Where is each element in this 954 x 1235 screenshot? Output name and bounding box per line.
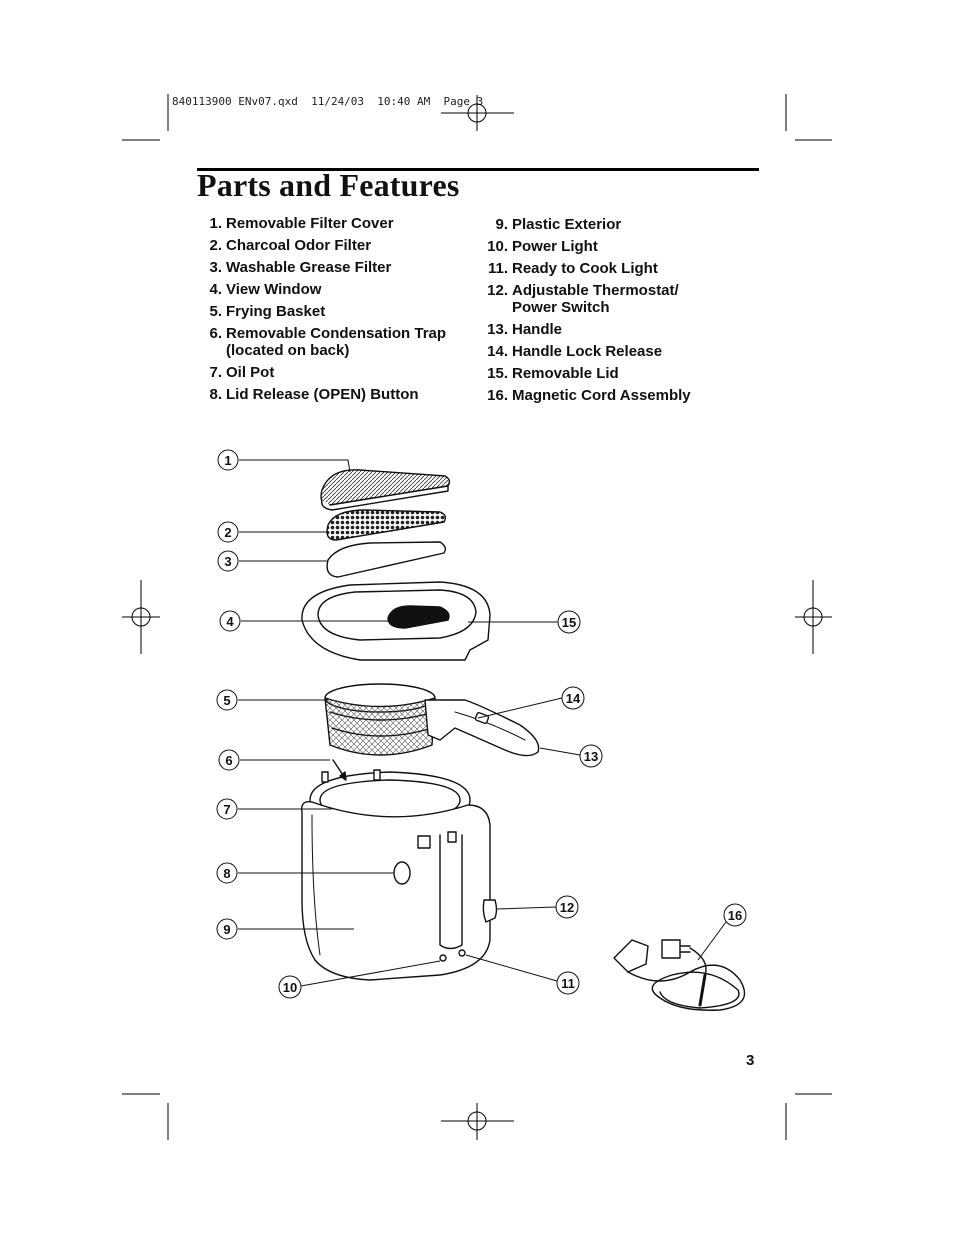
- svg-text:7: 7: [223, 802, 230, 817]
- page-number: 3: [746, 1052, 755, 1069]
- list-item: 15.Removable Lid: [487, 365, 619, 382]
- list-item: 1.Removable Filter Cover: [209, 215, 394, 232]
- frying-basket: [324, 697, 436, 756]
- parts-list-left: 1.Removable Filter Cover 2.Charcoal Odor…: [200, 215, 456, 408]
- callout-7: 7: [216, 798, 238, 820]
- callout-2: 2: [217, 521, 239, 543]
- registration-mark-right: [795, 580, 832, 654]
- svg-text:14: 14: [566, 691, 581, 706]
- title-rule: [197, 168, 759, 171]
- page-title: Parts and Features: [197, 167, 460, 203]
- grease-filter: [326, 541, 447, 578]
- list-item: 2.Charcoal Odor Filter: [209, 237, 372, 254]
- svg-text:11: 11: [561, 976, 575, 991]
- list-item: 9.Plastic Exterior: [495, 216, 622, 233]
- callout-4: 4: [219, 610, 241, 632]
- svg-text:5: 5: [223, 693, 230, 708]
- callout-10: 10: [278, 975, 302, 999]
- parts-list-right: 9.Plastic Exterior 10.Power Light 11.Rea…: [480, 216, 697, 409]
- view-window: [387, 605, 450, 629]
- callout-15: 15: [557, 610, 581, 634]
- registration-mark-top: [441, 95, 514, 131]
- svg-text:9: 9: [223, 922, 230, 937]
- svg-text:6: 6: [225, 753, 232, 768]
- svg-text:12: 12: [560, 900, 574, 915]
- power-light: [439, 954, 447, 962]
- list-item: 8.Lid Release (OPEN) Button: [209, 386, 419, 403]
- list-item: 12.Adjustable Thermostat/ Power Switch: [487, 282, 679, 316]
- svg-text:2: 2: [224, 525, 231, 540]
- svg-text:4: 4: [226, 614, 234, 629]
- list-item: 6.Removable Condensation Trap (located o…: [209, 325, 447, 359]
- svg-text:13: 13: [584, 749, 598, 764]
- list-item: 10.Power Light: [487, 238, 598, 255]
- list-item: 16.Magnetic Cord Assembly: [487, 387, 691, 404]
- plastic-exterior: [301, 801, 491, 981]
- charcoal-filter: [326, 509, 447, 541]
- registration-mark-bottom: [441, 1103, 514, 1140]
- lid-release-button: [393, 861, 411, 885]
- svg-text:8: 8: [223, 866, 230, 881]
- list-item: 5.Frying Basket: [209, 303, 326, 320]
- thermostat-knob: [482, 899, 498, 923]
- list-item: 14.Handle Lock Release: [487, 343, 663, 360]
- svg-text:15: 15: [562, 615, 576, 630]
- list-item: 3.Washable Grease Filter: [209, 259, 392, 276]
- basket-handle: [424, 699, 540, 757]
- callout-9: 9: [216, 918, 238, 940]
- callout-3: 3: [217, 550, 239, 572]
- svg-text:16: 16: [728, 908, 742, 923]
- list-item: 4.View Window: [209, 281, 322, 298]
- callout-12: 12: [555, 895, 579, 919]
- callout-8: 8: [216, 862, 238, 884]
- svg-text:3: 3: [224, 554, 231, 569]
- print-slug-line: 840113900 ENv07.qxd 11/24/03 10:40 AM Pa…: [172, 95, 484, 108]
- magnetic-cord-assembly: [613, 939, 746, 1011]
- list-item: 7.Oil Pot: [209, 364, 275, 381]
- svg-text:10: 10: [283, 980, 297, 995]
- callout-5: 5: [216, 689, 238, 711]
- callout-6: 6: [218, 749, 240, 771]
- callout-13: 13: [579, 744, 603, 768]
- list-item: 11.Ready to Cook Light: [487, 260, 658, 277]
- registration-mark-left: [122, 580, 160, 654]
- callout-14: 14: [561, 686, 585, 710]
- svg-text:1: 1: [224, 453, 231, 468]
- callout-11: 11: [556, 971, 580, 995]
- list-item: 13.Handle: [487, 321, 563, 338]
- callout-16: 16: [723, 903, 747, 927]
- ready-light: [458, 949, 466, 957]
- callout-1: 1: [217, 449, 239, 471]
